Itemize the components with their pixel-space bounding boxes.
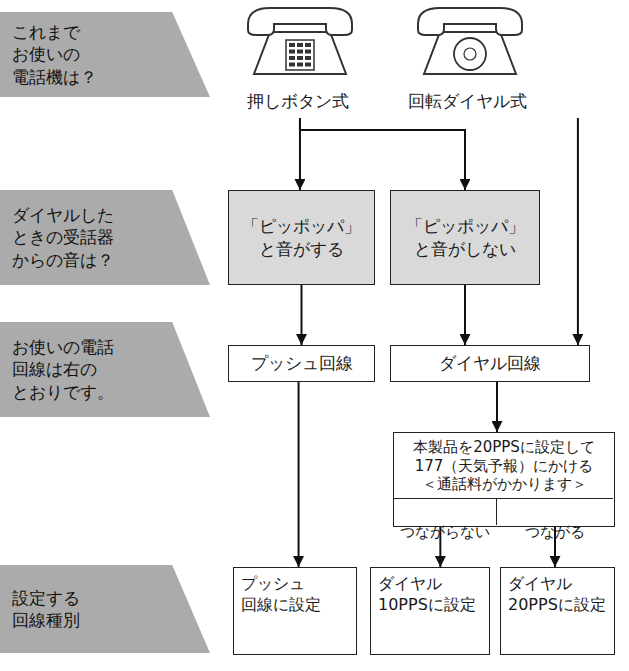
text-group: 回転ダイヤル式 xyxy=(385,84,550,118)
flow-arrow xyxy=(301,285,303,345)
text-group: つながらない xyxy=(394,499,496,565)
text-group: これまで お使いの 電話機は？ xyxy=(0,12,210,97)
node-text: つながる xyxy=(525,523,585,542)
node-text: 回転ダイヤル式 xyxy=(408,90,527,112)
phone-type-label: 押しボタン式 xyxy=(228,0,368,118)
banner-shape xyxy=(0,565,210,653)
node-text: 「ピッポッパ」 と音がする xyxy=(229,215,374,259)
answer-box: 「ピッポッパ」 と音がしない xyxy=(390,190,540,285)
node-text: ダイヤル 20PPSに設定 xyxy=(508,574,607,616)
keypad-keys xyxy=(289,43,311,67)
node-text: プッシュ 回線に設定 xyxy=(241,574,349,616)
result-cell: つながる xyxy=(497,498,613,525)
banner-fill xyxy=(0,322,210,417)
answer-box: 「ピッポッパ」 と音がする xyxy=(228,190,375,285)
node-text: 設定する 回線種別 xyxy=(12,587,148,631)
text-group: つながる xyxy=(497,499,613,565)
flow-arrow xyxy=(299,118,301,190)
line-type-box: ダイヤル回線 xyxy=(390,345,590,382)
question-banner: お使いの電話 回線は右の とおりです。 xyxy=(0,322,210,417)
node-text: 押しボタン式 xyxy=(247,90,349,112)
text-group: プッシュ 回線に設定 xyxy=(234,568,356,654)
flow-arrow xyxy=(496,382,498,432)
phone-base xyxy=(424,32,516,74)
text-group: ダイヤル回線 xyxy=(391,346,589,381)
node-text: 本製品を20PPSに設定して 177（天気予報）にかける xyxy=(398,438,610,476)
text-group: お使いの電話 回線は右の とおりです。 xyxy=(0,322,210,417)
text-group: ダイヤル 10PPSに設定 xyxy=(371,568,489,654)
phone-handset xyxy=(248,8,352,35)
node-text: ＜通話料がかかります＞ xyxy=(422,475,587,494)
phone-base xyxy=(254,32,346,74)
question-banner: 設定する 回線種別 xyxy=(0,565,210,653)
test-instruction-box: 本製品を20PPSに設定して 177（天気予報）にかける＜通話料がかかります＞つ… xyxy=(393,432,615,527)
banner-fill xyxy=(0,565,210,653)
text-group: 「ピッポッパ」 と音がしない xyxy=(391,191,539,284)
node-text: 「ピッポッパ」 と音がしない xyxy=(391,215,539,259)
text-group: 本製品を20PPSに設定して 177（天気予報）にかける＜通話料がかかります＞ xyxy=(394,433,614,499)
node-text: これまで お使いの 電話機は？ xyxy=(12,21,148,87)
node-text: お使いの電話 回線は右の とおりです。 xyxy=(12,336,148,402)
push-button-phone xyxy=(240,2,360,80)
node-text: ダイヤルした ときの受話器 からの音は？ xyxy=(12,204,148,270)
banner-fill xyxy=(0,190,210,285)
rotary-dial xyxy=(454,38,486,70)
setting-box: ダイヤル 10PPSに設定 xyxy=(370,567,490,655)
rotary-phone xyxy=(410,2,530,80)
line-type-box: プッシュ回線 xyxy=(228,345,375,382)
phone-type-label: 回転ダイヤル式 xyxy=(385,0,590,118)
flow-arrow xyxy=(300,118,465,190)
text-group: 押しボタン式 xyxy=(228,84,368,118)
node-text: プッシュ回線 xyxy=(251,352,353,374)
text-group: ダイヤルした ときの受話器 からの音は？ xyxy=(0,190,210,285)
question-banner: これまで お使いの 電話機は？ xyxy=(0,12,210,97)
result-cell: つながらない xyxy=(394,498,497,525)
setting-box: ダイヤル 20PPSに設定 xyxy=(500,567,615,655)
banner-fill xyxy=(0,12,210,97)
text-group: 設定する 回線種別 xyxy=(0,565,210,653)
question-banner: ダイヤルした ときの受話器 からの音は？ xyxy=(0,190,210,285)
node-text: ダイヤル回線 xyxy=(439,352,541,374)
phone-handset xyxy=(418,8,522,35)
text-group: プッシュ回線 xyxy=(229,346,374,381)
text-group: 「ピッポッパ」 と音がする xyxy=(229,191,374,284)
setting-box: プッシュ 回線に設定 xyxy=(233,567,357,655)
dial-center xyxy=(464,48,476,60)
flow-arrow xyxy=(464,285,466,345)
flow-arrow xyxy=(577,118,579,345)
node-text: ダイヤル 10PPSに設定 xyxy=(378,574,482,616)
flow-arrow xyxy=(298,382,300,567)
node-text: つながらない xyxy=(400,523,490,542)
text-group: ダイヤル 20PPSに設定 xyxy=(501,568,614,654)
keypad xyxy=(286,40,314,70)
